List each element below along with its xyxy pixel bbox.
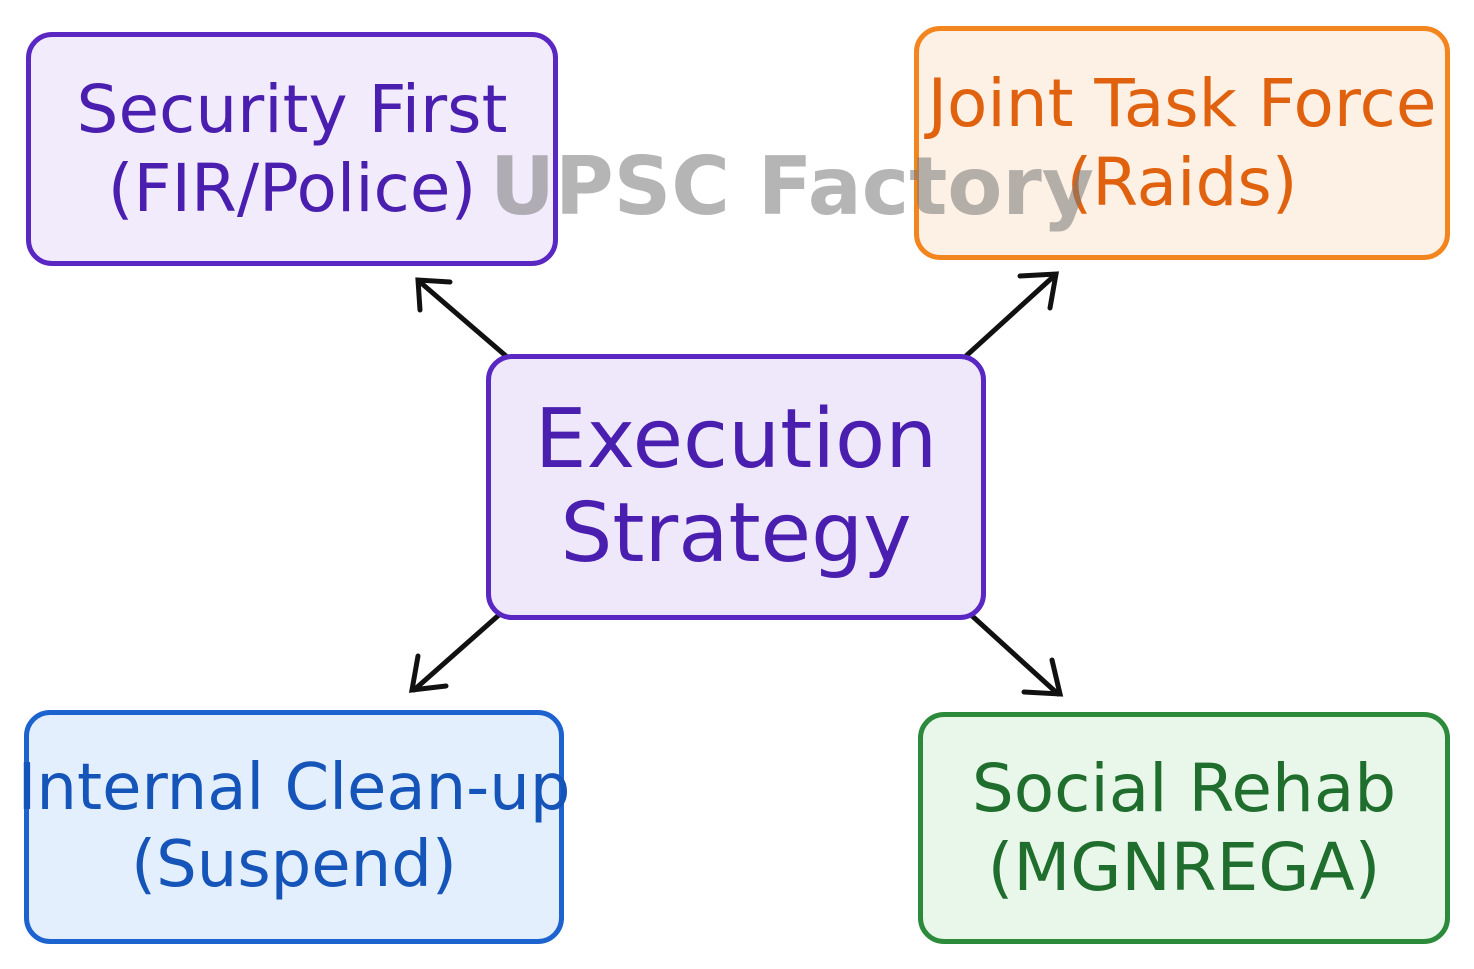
arrow-to-social	[967, 611, 1064, 697]
node-joint-task-force-title: Joint Task Force	[927, 64, 1437, 142]
node-internal-clean-up: Internal Clean-up (Suspend)	[18, 710, 570, 944]
arrow-to-joint	[963, 271, 1060, 359]
node-joint-task-force: Joint Task Force (Raids)	[914, 26, 1450, 260]
node-execution-strategy: Execution Strategy	[486, 354, 986, 620]
node-social-rehab: Social Rehab (MGNREGA)	[918, 712, 1450, 944]
node-security-first-title: Security First	[76, 70, 508, 148]
node-joint-task-force-subtitle: (Raids)	[1066, 144, 1298, 221]
node-security-first: Security First (FIR/Police)	[26, 32, 558, 266]
node-security-first-subtitle: (FIR/Police)	[107, 150, 477, 227]
node-social-rehab-subtitle: (MGNREGA)	[987, 829, 1381, 906]
node-internal-clean-up-subtitle: (Suspend)	[131, 828, 457, 902]
arrow-to-security	[415, 277, 509, 359]
node-execution-strategy-line1: Execution	[534, 391, 938, 487]
node-internal-clean-up-title: Internal Clean-up	[17, 751, 571, 826]
node-social-rehab-title: Social Rehab	[971, 749, 1397, 827]
arrow-to-internal	[408, 611, 503, 693]
node-execution-strategy-line2: Strategy	[560, 486, 912, 581]
